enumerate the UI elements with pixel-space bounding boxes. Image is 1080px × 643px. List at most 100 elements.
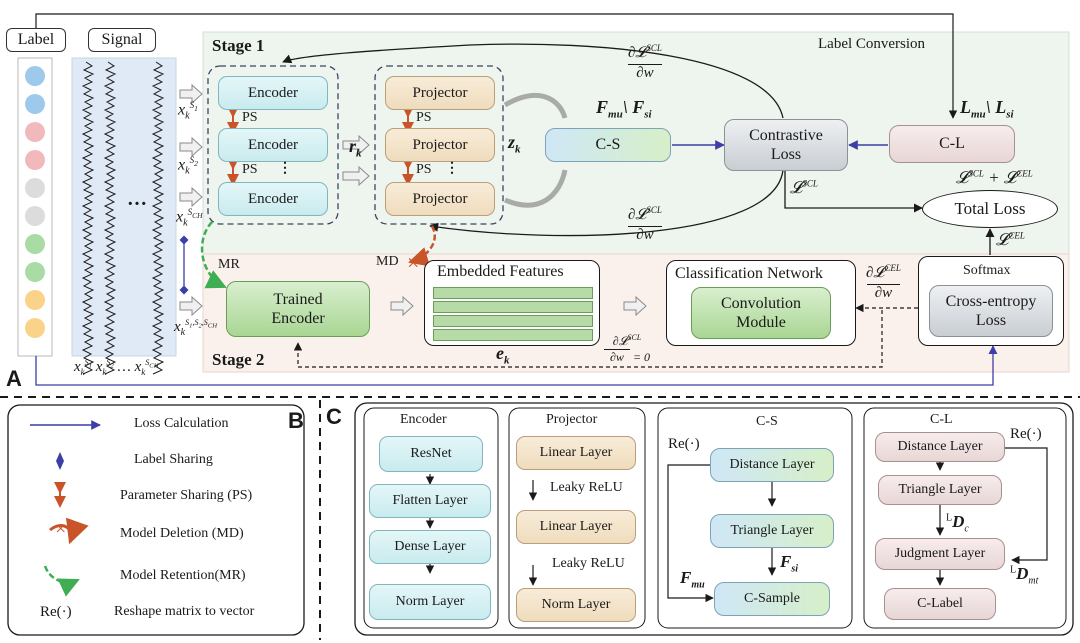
l-scl-plus-cel: 𝓛SCL + 𝓛CEL (956, 168, 1033, 187)
legend-reshape-text: Reshape matrix to vector (114, 604, 255, 619)
input-x-sch: xkSCH (176, 207, 203, 229)
encoder-box-3: Encoder (218, 182, 328, 216)
contrastive-loss-box: Contrastive Loss (724, 119, 848, 171)
c-encoder-layer-1: ResNet (379, 436, 483, 472)
panel-letter-b: B (288, 408, 304, 433)
feature-bar-1 (433, 287, 593, 299)
c-projector-layer-2: Linear Layer (516, 510, 636, 544)
l-scl: 𝓛SCL (790, 178, 818, 197)
legend-parameter-sharing: Parameter Sharing (PS) (120, 488, 253, 503)
c-cl-title: C-L (930, 412, 953, 427)
c-encoder-layer-4: Norm Layer (369, 584, 491, 620)
stage1-title: Stage 1 (212, 36, 265, 55)
contrastive-loss-line1: Contrastive (749, 127, 823, 144)
c-projector-layer-1: Linear Layer (516, 436, 636, 470)
label-dot (25, 262, 45, 282)
label-dot (25, 94, 45, 114)
ps-label-proj-2: PS (416, 162, 432, 177)
ps-arrows (227, 106, 414, 186)
c-cl-layer-2: Triangle Layer (878, 475, 1002, 505)
e-k-label: ek (496, 343, 510, 367)
projector-box-1: Projector (385, 76, 495, 110)
grad-to-projector-bottom (429, 169, 784, 237)
c-cs-re: Re(·) (668, 436, 700, 452)
signal-header: Signal (88, 28, 156, 52)
encoder-group-frame (207, 65, 339, 225)
grad-cel: ∂𝓛CEL∂w (866, 263, 901, 301)
total-loss-ellipse: Total Loss (922, 190, 1058, 228)
label-dot (25, 150, 45, 170)
panel-c-frame (354, 402, 1074, 636)
label-to-softmax-line (35, 345, 998, 386)
classification-network-box: Classification Network Convolution Modul… (666, 260, 856, 346)
feature-bar-2 (433, 301, 593, 313)
grad-scl-bottom: ∂𝓛SCL∂w (628, 205, 662, 243)
label-to-cl-line (35, 13, 958, 119)
bottom-signal-labels: xkS1 xkS2 … xkSCH (74, 358, 159, 377)
label-dots (18, 58, 52, 356)
label-dot (25, 178, 45, 198)
dots-enc: ⋮ (278, 161, 292, 176)
c-projector-layer-3: Norm Layer (516, 588, 636, 622)
c-cl-layer-3: Judgment Layer (875, 538, 1005, 570)
stage2-title: Stage 2 (212, 350, 265, 369)
embedded-features-box: Embedded Features (424, 260, 600, 346)
svg-text:×: × (407, 250, 419, 275)
c-cs-title: C-S (756, 414, 778, 429)
c-cl-dc: LDc (946, 512, 969, 535)
c-encoder-layer-3: Dense Layer (369, 530, 491, 564)
c-cs-f-mu: Fmu (680, 568, 705, 591)
label-dot (25, 206, 45, 226)
c-cl-re: Re(·) (1010, 426, 1042, 442)
legend-loss-calculation: Loss Calculation (134, 416, 229, 431)
legend-label-sharing: Label Sharing (134, 452, 213, 467)
c-cs-layer-1: Distance Layer (710, 448, 834, 482)
legend-model-deletion: Model Deletion (MD) (120, 526, 244, 541)
cl-box: C-L (889, 125, 1015, 163)
l-mu-l-si: Lmu\ Lsi (960, 97, 1014, 121)
feature-bar-4 (433, 329, 593, 341)
c-cl-dmt: LDmt (1010, 564, 1039, 587)
grad-scl-top: ∂𝓛SCL∂w (628, 43, 662, 81)
label-header: Label (6, 28, 66, 52)
classification-network-title: Classification Network (675, 265, 823, 282)
input-x-s2: xkS2 (178, 155, 198, 177)
contrastive-loss-line2: Loss (770, 146, 802, 163)
input-x-s1: xkS1 (178, 100, 198, 122)
f-mu-f-si: Fmu\ Fsi (596, 97, 652, 121)
r-k-label: rk (349, 136, 362, 160)
c-projector-title: Projector (546, 412, 598, 427)
label-dot (25, 318, 45, 338)
label-dot (25, 66, 45, 86)
mr-label: MR (218, 257, 240, 272)
c-cl-layer-4: C-Label (884, 588, 996, 620)
c-encoder-title: Encoder (400, 412, 447, 427)
label-dot (25, 122, 45, 142)
feature-bar-3 (433, 315, 593, 327)
c-cs-f-si: Fsi (780, 552, 799, 575)
legend-model-retention: Model Retention(MR) (120, 568, 246, 583)
input-x-all: xkS1,S2,SCH (174, 318, 218, 338)
projector-group-frame (374, 65, 504, 225)
svg-text:×: × (55, 518, 66, 540)
softmax-title: Softmax (963, 263, 1011, 278)
embedded-features-title: Embedded Features (437, 263, 564, 280)
legend-reshape-symbol: Re(·) (40, 604, 72, 620)
signal-ellipsis: … (127, 188, 147, 210)
softmax-box: Softmax Cross-entropy Loss (918, 256, 1064, 346)
panel-letter-a: A (6, 366, 22, 391)
projector-box-2: Projector (385, 128, 495, 162)
grad-to-encoder-top (282, 43, 784, 119)
ps-label-enc-2: PS (242, 162, 258, 177)
trained-encoder-line2: Encoder (271, 310, 325, 327)
trained-encoder-box: Trained Encoder (226, 281, 370, 337)
signal-waves (81, 61, 164, 375)
convolution-module-line1: Convolution (720, 295, 801, 312)
md-label: MD (376, 254, 399, 269)
cross-entropy-box: Cross-entropy Loss (929, 285, 1053, 337)
c-cs-layer-2: Triangle Layer (710, 514, 834, 548)
trained-encoder-line1: Trained (273, 291, 323, 308)
cs-box: C-S (545, 128, 671, 162)
z-k-label: zk (508, 132, 521, 156)
cross-entropy-line2: Loss (975, 312, 1007, 329)
